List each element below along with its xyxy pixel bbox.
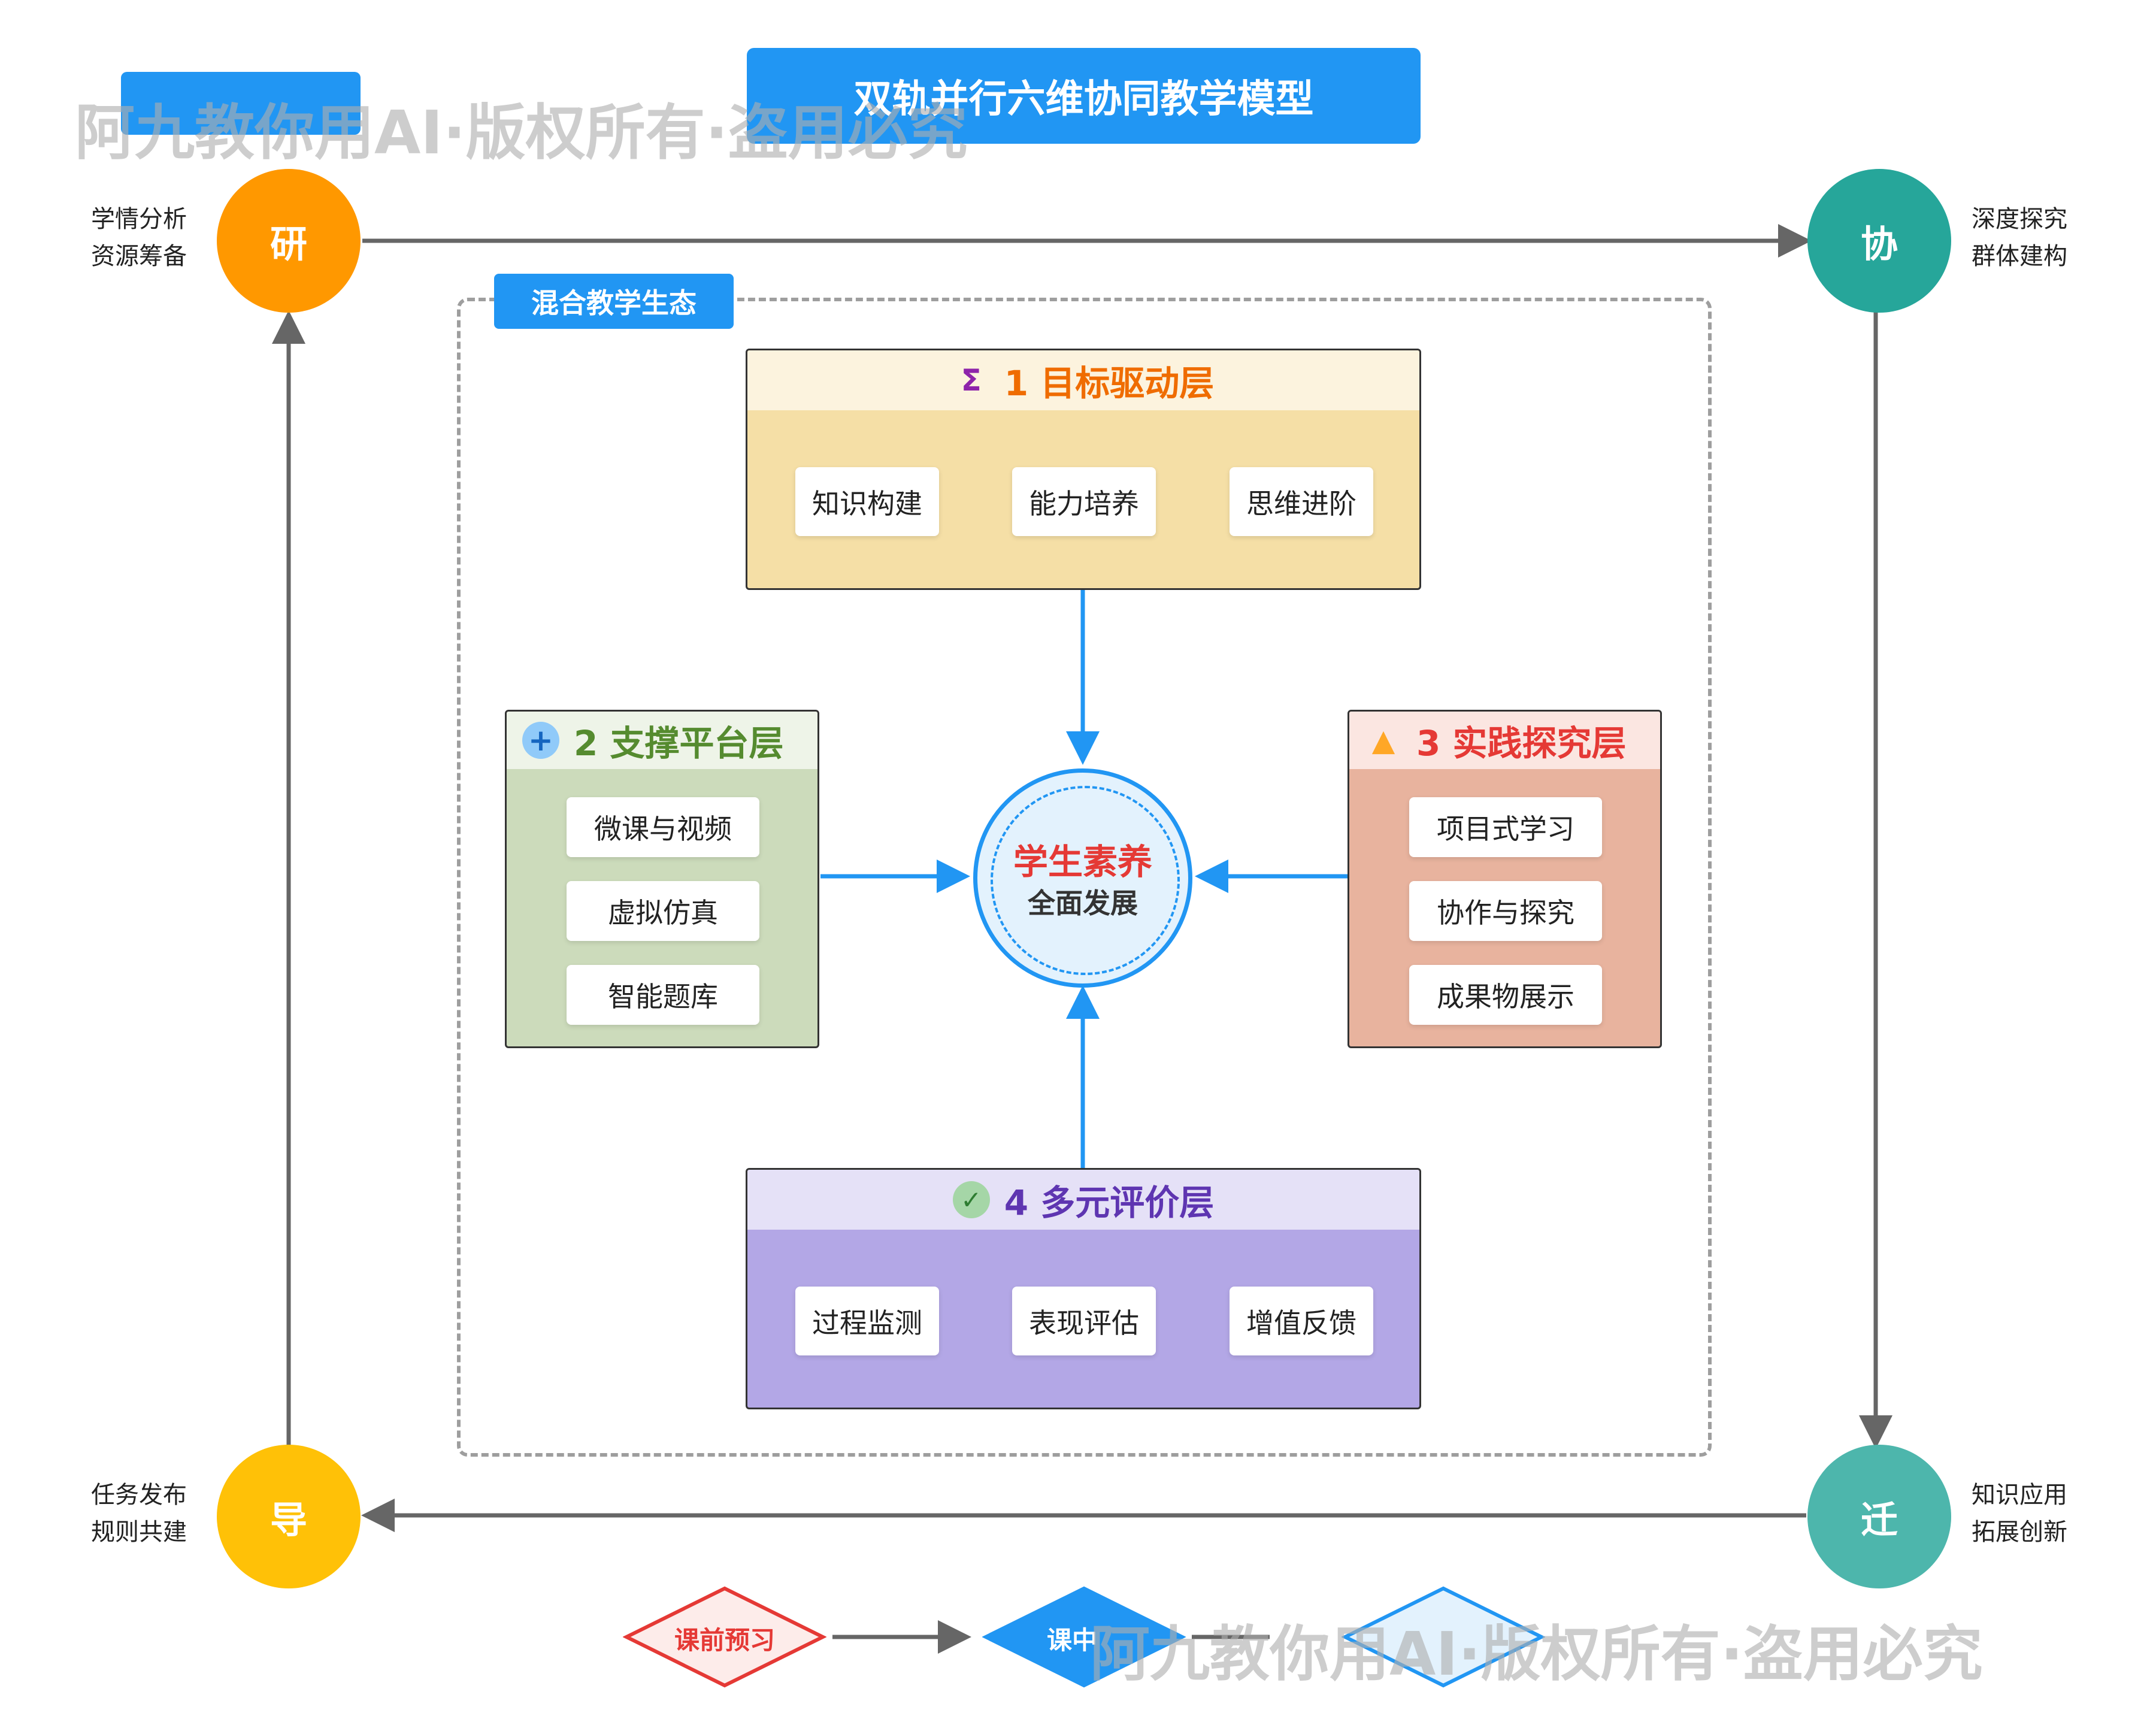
layer-goal-driven-item: 能力培养 xyxy=(1012,467,1156,536)
layer-goal-driven-header: Σ 1 目标驱动层 xyxy=(747,350,1419,410)
node-guide: 导 xyxy=(217,1445,361,1588)
legend-inclass-label: 课中 xyxy=(1046,1626,1097,1655)
sigma-icon: Σ xyxy=(961,363,982,398)
node-research-desc: 学情分析 资源筹备 xyxy=(91,201,187,275)
layer-goal-driven-item: 知识构建 xyxy=(795,467,939,536)
layer-practice-inquiry-item: 成果物展示 xyxy=(1409,965,1602,1025)
node-transfer-line-1: 知识应用 xyxy=(1972,1481,2067,1509)
node-transfer-char: 迁 xyxy=(1860,1498,1898,1542)
node-transfer: 迁 xyxy=(1807,1445,1951,1588)
layer-practice-inquiry-item: 项目式学习 xyxy=(1409,797,1602,857)
node-research-line-1: 学情分析 xyxy=(91,205,187,233)
node-transfer-line-2: 拓展创新 xyxy=(1972,1518,2067,1546)
layer-practice-inquiry-title: 3 实践探究层 xyxy=(1416,723,1627,764)
node-research-line-2: 资源筹备 xyxy=(91,243,187,270)
layer-support-platform-item: 微课与视频 xyxy=(567,797,759,857)
layer-evaluation: ✓ 4 多元评价层 过程监测 表现评估 增值反馈 xyxy=(746,1168,1421,1409)
node-collaborate: 协 xyxy=(1807,169,1951,313)
diagram-title: 双轨并行六维协同教学模型 xyxy=(853,77,1314,122)
layer-support-platform-item: 智能题库 xyxy=(567,965,759,1025)
center-sub-text: 全面发展 xyxy=(1028,887,1138,919)
layer-support-platform-item: 虚拟仿真 xyxy=(567,881,759,941)
node-transfer-desc: 知识应用 拓展创新 xyxy=(1972,1476,2067,1551)
layer-support-platform-title: 2 支撑平台层 xyxy=(574,723,784,764)
layer-practice-inquiry-header: ▲ 3 实践探究层 xyxy=(1349,712,1660,769)
corner-tag xyxy=(121,72,361,135)
center-node: 学生素养 全面发展 xyxy=(973,768,1192,988)
watermark-top: 阿九教你用AI·版权所有·盗用必究 xyxy=(75,98,968,168)
node-guide-line-2: 规则共建 xyxy=(91,1518,187,1546)
ecosystem-label: 混合教学生态 xyxy=(494,274,734,329)
legend-afterclass-diamond xyxy=(1342,1586,1545,1688)
check-icon: ✓ xyxy=(952,1181,990,1218)
ecosystem-label-text: 混合教学生态 xyxy=(531,287,697,319)
layer-support-platform: + 2 支撑平台层 微课与视频 虚拟仿真 智能题库 xyxy=(505,710,819,1048)
layer-support-platform-header: + 2 支撑平台层 xyxy=(507,712,817,769)
layer-evaluation-item: 过程监测 xyxy=(795,1287,939,1355)
node-collaborate-desc: 深度探究 群体建构 xyxy=(1972,201,2067,275)
node-guide-desc: 任务发布 规则共建 xyxy=(91,1476,187,1551)
node-collaborate-char: 协 xyxy=(1860,222,1898,266)
node-collaborate-line-1: 深度探究 xyxy=(1972,205,2067,233)
watermark-bottom: 阿九教你用AI·版权所有·盗用必究 xyxy=(1090,1619,1983,1689)
node-collaborate-line-2: 群体建构 xyxy=(1972,243,2067,270)
layer-goal-driven: Σ 1 目标驱动层 知识构建 能力培养 思维进阶 xyxy=(746,349,1421,590)
legend-preclass-label: 课前预习 xyxy=(674,1626,775,1655)
node-research-char: 研 xyxy=(270,222,307,266)
layer-goal-driven-title: 1 目标驱动层 xyxy=(1004,363,1215,404)
layer-goal-driven-item: 思维进阶 xyxy=(1230,467,1373,536)
center-inner-ring xyxy=(991,786,1180,975)
layer-evaluation-item: 增值反馈 xyxy=(1230,1287,1373,1355)
node-guide-line-1: 任务发布 xyxy=(91,1481,187,1509)
node-guide-char: 导 xyxy=(270,1498,307,1542)
node-research: 研 xyxy=(217,169,361,313)
title-banner: 双轨并行六维协同教学模型 xyxy=(747,48,1421,144)
triangle-icon: ▲ xyxy=(1371,723,1395,758)
layer-practice-inquiry: ▲ 3 实践探究层 项目式学习 协作与探究 成果物展示 xyxy=(1348,710,1662,1048)
layer-evaluation-header: ✓ 4 多元评价层 xyxy=(747,1170,1419,1230)
layer-practice-inquiry-item: 协作与探究 xyxy=(1409,881,1602,941)
legend-preclass-diamond xyxy=(623,1586,826,1688)
ecosystem-frame xyxy=(457,298,1712,1457)
center-main-text: 学生素养 xyxy=(1013,842,1152,882)
plus-icon: + xyxy=(522,722,559,759)
layer-evaluation-item: 表现评估 xyxy=(1012,1287,1156,1355)
legend-inclass-diamond xyxy=(982,1586,1186,1688)
layer-evaluation-title: 4 多元评价层 xyxy=(1004,1182,1215,1223)
